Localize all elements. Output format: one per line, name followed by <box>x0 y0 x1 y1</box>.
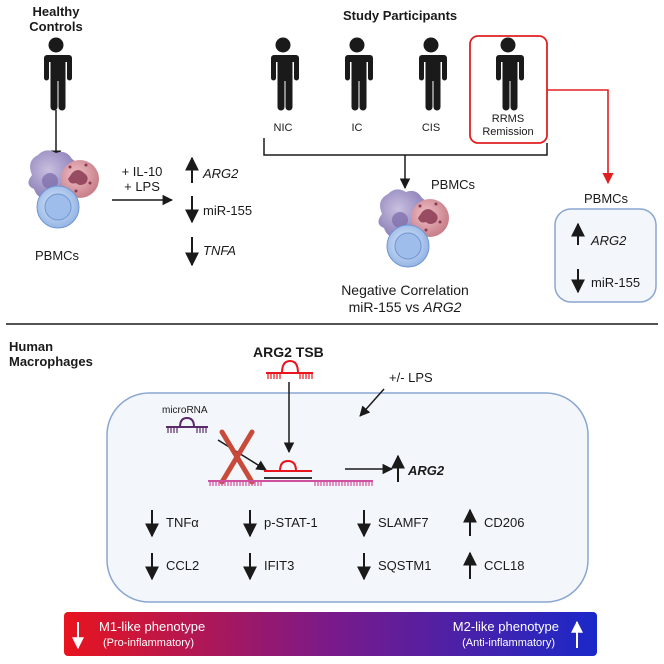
lps-label: +/- LPS <box>389 370 433 385</box>
human-macrophages-label: Human Macrophages <box>9 339 93 369</box>
microrna-binding-arrow <box>217 439 267 471</box>
tsb-icon <box>266 359 313 379</box>
tsb-label: ARG2 TSB <box>253 344 324 360</box>
pbmc-cells-center-icon <box>377 188 450 268</box>
pbmcs-left-label: PBMCs <box>35 248 80 263</box>
ic-person-icon <box>344 37 373 111</box>
pbmc-cells-left-icon <box>27 149 100 229</box>
healthy-controls-line2: Controls <box>29 19 83 34</box>
correlation-line2: miR-155 vs ARG2 <box>320 299 490 316</box>
correlation-arg2: ARG2 <box>423 299 462 315</box>
m2-title: M2-like phenotype <box>452 619 559 634</box>
treatment-line1: + IL-10 <box>121 164 163 179</box>
treatment-line2: + LPS <box>124 179 160 194</box>
marker-label: TNFα <box>166 515 199 530</box>
arg2-up-label: ARG2 <box>203 166 239 181</box>
mir155-down-label: miR-155 <box>203 203 253 218</box>
healthy-controls-line1: Healthy <box>32 4 80 19</box>
blocked-x-icon <box>219 429 255 485</box>
marker-label: CCL18 <box>484 558 525 573</box>
nic-label: NIC <box>273 122 293 134</box>
rrms-to-pbmc-arrow <box>547 89 614 185</box>
study-participants-label: Study Participants <box>343 8 458 23</box>
participants-bracket <box>263 138 548 156</box>
m2-subtitle: (Anti-inflammatory) <box>462 637 555 649</box>
healthy-control-person-icon <box>43 37 72 111</box>
marker-label: SQSTM1 <box>378 558 432 573</box>
rrms-label-line1: RRMS <box>491 113 525 125</box>
human-macrophages-line2: Macrophages <box>9 354 93 369</box>
microrna-icon <box>166 416 208 433</box>
rrms-label: RRMS Remission <box>476 113 540 139</box>
marker-label: SLAMF7 <box>378 515 429 530</box>
lps-arrow <box>359 388 385 417</box>
arg2-result-label: ARG2 <box>408 463 445 478</box>
m1-title: M1-like phenotype <box>99 619 206 634</box>
rrms-person-icon <box>495 37 524 111</box>
m1-subtitle: (Pro-inflammatory) <box>103 637 195 649</box>
nic-person-icon <box>270 37 299 111</box>
healthy-controls-label: Healthy Controls <box>6 4 106 34</box>
marker-label: p-STAT-1 <box>264 515 318 530</box>
human-macrophages-line1: Human <box>9 339 54 354</box>
marker-label: CCL2 <box>166 558 200 573</box>
pbmcs-right-label: PBMCs <box>584 191 629 206</box>
tnfa-down-label: TNFA <box>203 243 236 258</box>
correlation-label: Negative Correlation miR-155 vs ARG2 <box>320 282 490 316</box>
marker-label: CD206 <box>484 515 525 530</box>
rrms-arg2-label: ARG2 <box>591 233 627 248</box>
rrms-label-line2: Remission <box>482 126 534 138</box>
treatment-label: + IL-10 + LPS <box>114 164 170 194</box>
cis-person-icon <box>418 37 447 111</box>
marker-label: IFIT3 <box>264 558 295 573</box>
microrna-label: microRNA <box>162 405 208 416</box>
pbmcs-center-label: PBMCs <box>431 177 476 192</box>
ic-label: IC <box>351 122 363 134</box>
cis-label: CIS <box>421 122 441 134</box>
phenotype-gradient-bar <box>64 612 597 656</box>
mrna-strand-icon <box>208 459 373 486</box>
correlation-mir155: miR-155 vs <box>348 299 424 315</box>
rrms-mir155-label: miR-155 <box>591 275 641 290</box>
correlation-line1: Negative Correlation <box>341 282 469 298</box>
